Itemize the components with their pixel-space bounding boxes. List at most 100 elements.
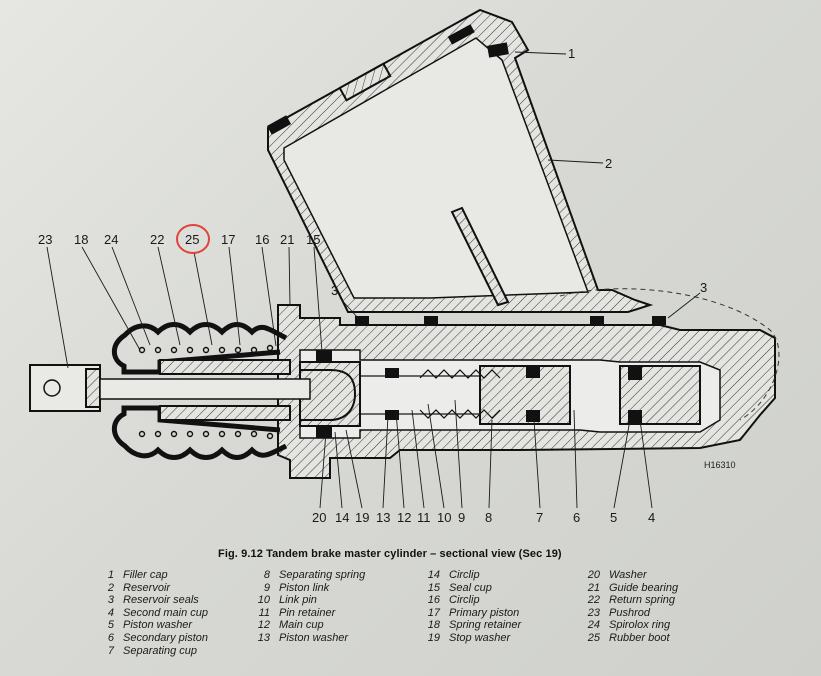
legend-label: Rubber boot bbox=[609, 631, 670, 644]
callout-1: 1 bbox=[568, 46, 575, 61]
legend-number: 14 bbox=[427, 569, 440, 581]
legend-number: 13 bbox=[257, 631, 270, 644]
legend-item: 19 Stop washer bbox=[422, 632, 521, 645]
callout-4: 4 bbox=[648, 510, 655, 525]
legend-label: Pushrod bbox=[609, 606, 650, 619]
callout-25-highlight bbox=[176, 224, 210, 254]
legend-number: 12 bbox=[257, 619, 270, 632]
legend-label: Pin retainer bbox=[279, 606, 336, 619]
callout-20: 20 bbox=[312, 510, 326, 525]
callout-18: 18 bbox=[74, 232, 88, 247]
legend-label: Spirolox ring bbox=[609, 619, 671, 632]
legend-label: Stop washer bbox=[449, 631, 511, 644]
legend-item: 5 Piston washer bbox=[96, 619, 208, 632]
callout-9: 9 bbox=[458, 510, 465, 525]
callout-22: 22 bbox=[150, 232, 164, 247]
callout-6: 6 bbox=[573, 510, 580, 525]
legend-number: 21 bbox=[587, 581, 600, 594]
legend-number: 15 bbox=[427, 581, 440, 594]
legend-label: Secondary piston bbox=[123, 631, 208, 644]
callout-14: 14 bbox=[335, 510, 349, 525]
legend-label: Spring retainer bbox=[449, 619, 522, 632]
legend-number: 23 bbox=[587, 606, 600, 619]
callout-23: 23 bbox=[38, 232, 52, 247]
legend-item: 9 Piston link bbox=[252, 582, 365, 595]
legend-label: Return spring bbox=[609, 594, 676, 607]
callout-3-left: 3 bbox=[331, 283, 338, 298]
legend-item: 3 Reservoir seals bbox=[96, 594, 208, 607]
callout-24: 24 bbox=[104, 232, 118, 247]
legend-number: 7 bbox=[107, 644, 114, 657]
drawing-code: H16310 bbox=[704, 460, 736, 470]
callout-17: 17 bbox=[221, 232, 235, 247]
callout-10: 10 bbox=[437, 510, 451, 525]
callout-2: 2 bbox=[605, 156, 612, 171]
leader-lines bbox=[46, 51, 701, 509]
legend-item: 24 Spirolox ring bbox=[582, 619, 678, 632]
legend-label: Piston washer bbox=[279, 631, 349, 644]
legend-label: Reservoir seals bbox=[123, 594, 199, 607]
legend-number: 20 bbox=[587, 569, 600, 581]
callout-16: 16 bbox=[255, 232, 269, 247]
legend-number: 24 bbox=[587, 619, 600, 632]
legend-item: 12 Main cup bbox=[252, 619, 365, 632]
legend-item: 20 Washer bbox=[582, 569, 678, 582]
legend-label: Piston link bbox=[279, 581, 330, 594]
callout-15: 15 bbox=[306, 232, 320, 247]
legend-item: 15 Seal cup bbox=[422, 582, 521, 595]
callout-13: 13 bbox=[376, 510, 390, 525]
callout-19: 19 bbox=[355, 510, 369, 525]
legend-label: Circlip bbox=[449, 569, 480, 581]
callout-3-right: 3 bbox=[700, 280, 707, 295]
pushrod bbox=[29, 364, 311, 412]
legend-item: 1 Filler cap bbox=[96, 569, 208, 582]
figure-caption: Fig. 9.12 Tandem brake master cylinder –… bbox=[218, 548, 562, 560]
callout-numbers: 1 2 3 3 23 18 24 22 25 17 16 21 15 20 14… bbox=[38, 46, 736, 525]
rubber-boot bbox=[111, 322, 291, 460]
legend-number: 5 bbox=[107, 619, 114, 632]
legend-number: 6 bbox=[107, 631, 114, 644]
legend-item: 23 Pushrod bbox=[582, 607, 678, 620]
legend-label: Link pin bbox=[279, 594, 317, 607]
legend-label: Guide bearing bbox=[609, 581, 679, 594]
pistons bbox=[299, 350, 701, 438]
legend-number: 8 bbox=[263, 569, 270, 581]
legend-label: Seal cup bbox=[449, 581, 492, 594]
legend-number: 11 bbox=[258, 606, 270, 619]
legend-item: 13 Piston washer bbox=[252, 632, 365, 645]
legend-number: 16 bbox=[427, 594, 440, 607]
legend-item: 25 Rubber boot bbox=[582, 632, 678, 645]
legend-item: 14 Circlip bbox=[422, 569, 521, 582]
legend-item: 6 Secondary piston bbox=[96, 632, 208, 645]
legend-number: 19 bbox=[427, 631, 440, 644]
legend-label: Reservoir bbox=[123, 581, 171, 594]
legend-number: 22 bbox=[587, 594, 600, 607]
legend-label: Filler cap bbox=[123, 569, 168, 581]
legend-number: 9 bbox=[263, 581, 270, 594]
legend-item: 11 Pin retainer bbox=[252, 607, 365, 620]
legend-label: Piston washer bbox=[123, 619, 193, 632]
callout-8: 8 bbox=[485, 510, 492, 525]
legend-number: 25 bbox=[587, 631, 600, 644]
legend-label: Separating cup bbox=[123, 644, 197, 657]
callout-11: 11 bbox=[417, 510, 431, 525]
legend-number: 4 bbox=[107, 606, 114, 619]
legend-item: 22 Return spring bbox=[582, 594, 678, 607]
legend-item: 21 Guide bearing bbox=[582, 582, 678, 595]
legend-label: Main cup bbox=[279, 619, 324, 632]
callout-12: 12 bbox=[397, 510, 411, 525]
legend-number: 1 bbox=[107, 569, 114, 581]
legend-label: Washer bbox=[609, 569, 647, 581]
legend-number: 3 bbox=[107, 594, 114, 607]
